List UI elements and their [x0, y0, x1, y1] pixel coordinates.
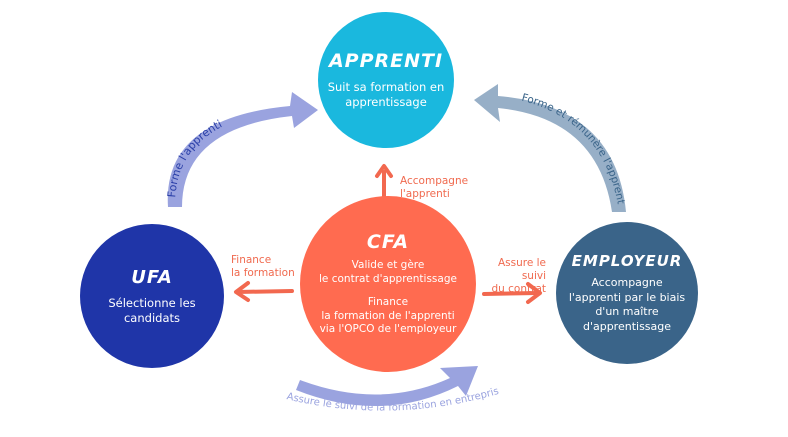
desc-line: d'un maître — [595, 305, 659, 318]
edge-label-cfa-to-ufa: Finance la formation — [231, 254, 295, 280]
desc-line: la formation de l'apprenti — [321, 309, 455, 322]
edge-label-employeur-to-apprenti: Forme et rémunère l'apprenti — [0, 0, 627, 205]
label-line: la formation — [231, 267, 295, 279]
desc-line: via l'OPCO de l'employeur — [319, 323, 457, 336]
label-line: l'apprenti — [400, 188, 450, 200]
label-line: Finance — [231, 254, 272, 266]
desc-line: candidats — [123, 310, 180, 325]
label-line: Accompagne — [400, 175, 469, 187]
node-apprenti-title: APPRENTI — [328, 50, 444, 72]
node-employeur-title: EMPLOYEUR — [571, 252, 683, 270]
arrow-ufa-to-employeur — [296, 366, 478, 407]
node-ufa: UFA Sélectionne les candidats — [80, 224, 224, 368]
node-apprenti-desc: Suit sa formation en apprentissage — [328, 80, 445, 110]
desc-line: Finance — [367, 296, 409, 309]
desc-line: Valide et gère — [351, 259, 425, 272]
desc-line: Sélectionne les — [108, 295, 196, 310]
arrow-cfa-to-apprenti — [375, 164, 393, 202]
node-employeur-desc: Accompagne l'apprenti par le biais d'un … — [569, 276, 685, 334]
node-cfa: CFA Valide et gère le contrat d'apprenti… — [300, 196, 476, 372]
arrow-cfa-to-employeur — [482, 282, 542, 304]
desc-line: apprentissage — [345, 95, 427, 109]
desc-line: Accompagne — [591, 276, 663, 289]
arrow-cfa-to-ufa — [234, 281, 294, 302]
arrow-ufa-to-apprenti — [167, 92, 318, 207]
edge-label-cfa-to-apprenti: Accompagne l'apprenti — [400, 175, 468, 201]
desc-line: d'apprentissage — [582, 319, 672, 333]
desc-spacer — [319, 286, 457, 296]
label-line: du contrat — [491, 283, 547, 295]
node-cfa-title: CFA — [366, 231, 410, 254]
arrow-employeur-to-apprenti — [474, 84, 626, 212]
edge-label-cfa-to-employeur: Assure le suivi du contrat — [478, 257, 547, 296]
desc-line: l'apprenti par le biais — [568, 290, 686, 304]
node-employeur: EMPLOYEUR Accompagne l'apprenti par le b… — [556, 222, 698, 364]
node-ufa-title: UFA — [131, 266, 173, 288]
desc-line: le contrat d'apprentissage — [319, 272, 457, 285]
node-apprenti: APPRENTI Suit sa formation en apprentiss… — [318, 12, 454, 148]
node-cfa-desc: Valide et gère le contrat d'apprentissag… — [319, 259, 457, 337]
label-line: Assure le suivi — [497, 257, 546, 282]
desc-line: Suit sa formation en — [327, 80, 445, 94]
node-ufa-desc: Sélectionne les candidats — [108, 296, 195, 326]
